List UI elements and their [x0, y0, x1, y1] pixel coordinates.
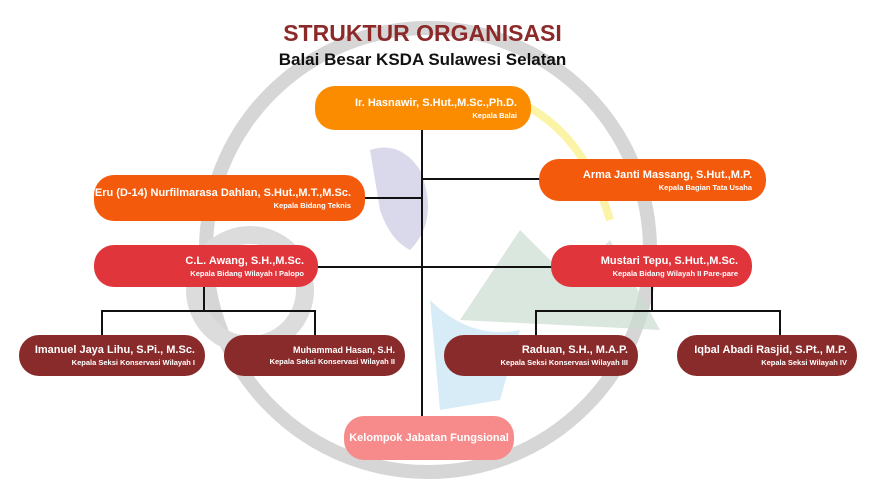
- connector-w2-branch: [535, 310, 781, 312]
- node-name: Kelompok Jabatan Fungsional: [349, 432, 509, 444]
- connector-wilayah: [318, 266, 552, 268]
- node-name: Mustari Tepu, S.Hut.,M.Sc.: [600, 254, 738, 267]
- node-teknis: Eru (D-14) Nurfilmarasa Dahlan, S.Hut.,M…: [94, 175, 365, 221]
- node-name: Iqbal Abadi Rasjid, S.Pt., M.P.: [694, 344, 847, 356]
- node-role: Kepala Seksi Konservasi Wilayah I: [71, 358, 195, 367]
- node-name: C.L. Awang, S.H.,M.Sc.: [185, 254, 304, 267]
- node-role: Kepala Balai: [472, 110, 517, 120]
- node-kepala-balai: Ir. Hasnawir, S.Hut.,M.Sc.,Ph.D. Kepala …: [315, 86, 531, 130]
- node-seksi-1: Imanuel Jaya Lihu, S.Pi., M.Sc. Kepala S…: [19, 335, 205, 376]
- node-role: Kepala Seksi Konservasi Wilayah II: [269, 357, 395, 366]
- node-seksi-2: Muhammad Hasan, S.H. Kepala Seksi Konser…: [224, 335, 405, 376]
- node-seksi-4: Iqbal Abadi Rasjid, S.Pt., M.P. Kepala S…: [677, 335, 857, 376]
- connector-seksi2: [314, 310, 316, 336]
- connector-w1-down: [203, 287, 205, 311]
- connector-w2-down: [651, 287, 653, 311]
- connector-seksi1: [101, 310, 103, 336]
- node-role: Kepala Bidang Wilayah I Palopo: [190, 268, 304, 278]
- connector-w1-branch: [101, 310, 316, 312]
- node-wilayah-1: C.L. Awang, S.H.,M.Sc. Kepala Bidang Wil…: [94, 245, 318, 287]
- node-role: Kepala Seksi Konservasi Wilayah III: [500, 358, 629, 367]
- node-name: Raduan, S.H., M.A.P.: [521, 344, 628, 356]
- node-name: Muhammad Hasan, S.H.: [292, 345, 395, 355]
- node-name: Ir. Hasnawir, S.Hut.,M.Sc.,Ph.D.: [355, 96, 517, 109]
- node-name: Imanuel Jaya Lihu, S.Pi., M.Sc.: [34, 344, 195, 356]
- node-fungsional: Kelompok Jabatan Fungsional: [344, 416, 514, 460]
- node-wilayah-2: Mustari Tepu, S.Hut.,M.Sc. Kepala Bidang…: [551, 245, 752, 287]
- connector-main: [421, 130, 423, 417]
- page-subtitle: Balai Besar KSDA Sulawesi Selatan: [278, 50, 567, 69]
- node-role: Kepala Bidang Wilayah II Pare-pare: [612, 268, 738, 278]
- page-title: STRUKTUR ORGANISASI: [283, 20, 562, 46]
- node-role: Kepala Bagian Tata Usaha: [658, 182, 752, 192]
- node-name: Eru (D-14) Nurfilmarasa Dahlan, S.Hut.,M…: [94, 186, 351, 199]
- node-role: Kepala Seksi Wilayah IV: [761, 358, 847, 367]
- node-seksi-3: Raduan, S.H., M.A.P. Kepala Seksi Konser…: [444, 335, 638, 376]
- connector-seksi3: [535, 310, 537, 336]
- connector-tata-usaha: [422, 178, 540, 180]
- connector-teknis: [364, 197, 422, 199]
- node-name: Arma Janti Massang, S.Hut.,M.P.: [582, 168, 752, 181]
- node-tata-usaha: Arma Janti Massang, S.Hut.,M.P. Kepala B…: [539, 159, 766, 201]
- node-role: Kepala Bidang Teknis: [273, 200, 351, 210]
- connector-seksi4: [779, 310, 781, 336]
